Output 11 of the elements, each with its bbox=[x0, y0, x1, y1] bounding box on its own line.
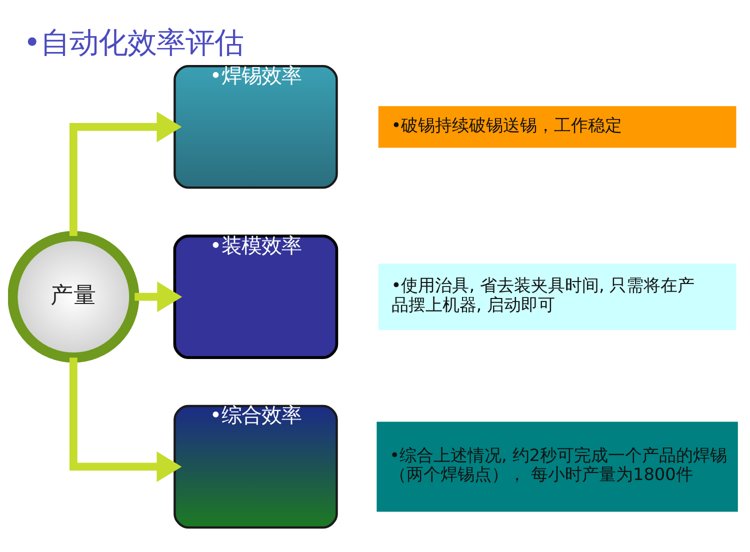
node-circle: 产量 bbox=[8, 231, 140, 363]
node-box: •综合效率 bbox=[174, 404, 338, 529]
node-box: •装模效率 bbox=[173, 234, 338, 359]
node-box: •使用治具, 省去装夹具时间, 只需将在产品摆上机器, 启动即可 bbox=[378, 264, 736, 330]
diagram-title: •自动化效率评估 bbox=[23, 25, 244, 60]
arrow bbox=[69, 358, 182, 482]
node-box: •破锡持续破锡送锡，工作稳定 bbox=[378, 106, 736, 148]
arrow bbox=[69, 112, 182, 236]
node-box: •综合上述情况, 约2秒可完成一个产品的焊锡（两个焊锡点）， 每小时产量为1800件 bbox=[376, 422, 738, 512]
node-box: •焊锡效率 bbox=[174, 65, 338, 189]
arrow bbox=[134, 282, 182, 312]
